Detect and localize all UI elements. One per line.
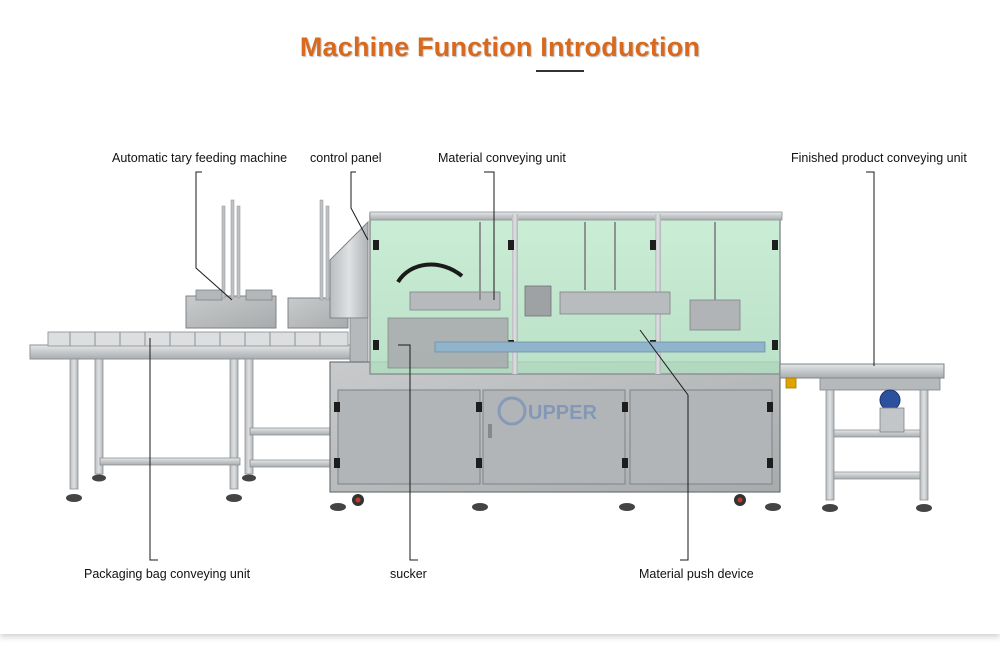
leader-lines bbox=[149, 171, 875, 561]
main-cabinet bbox=[329, 361, 781, 511]
logo-text: UPPER bbox=[528, 402, 597, 424]
label-bag-conveying: Packaging bag conveying unit bbox=[84, 567, 251, 581]
title-underline bbox=[536, 70, 584, 72]
page-title: Machine Function Introduction bbox=[299, 32, 701, 62]
label-control-panel: control panel bbox=[310, 151, 382, 165]
label-sucker: sucker bbox=[390, 567, 427, 581]
label-material-conveying: Material conveying unit bbox=[438, 151, 566, 165]
bag-conveyor bbox=[29, 331, 361, 502]
label-tray-feeding: Automatic tary feeding machine bbox=[112, 151, 288, 165]
finished-conveyor bbox=[779, 363, 945, 512]
motor-icon bbox=[879, 389, 901, 411]
label-finished-conveying: Finished product conveying unit bbox=[791, 151, 967, 165]
upper-logo: UPPER bbox=[497, 396, 597, 426]
tray-feeder bbox=[185, 199, 349, 329]
glass-enclosure bbox=[369, 211, 783, 375]
label-push-device: Material push device bbox=[639, 567, 754, 581]
